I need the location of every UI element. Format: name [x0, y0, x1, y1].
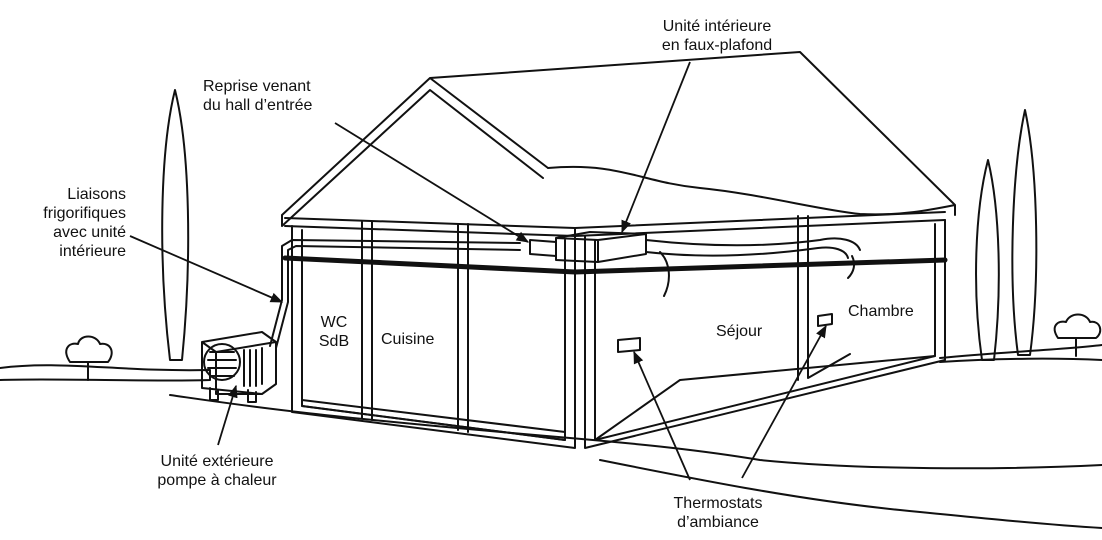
- refrigerant-line: [269, 239, 521, 349]
- ground-line-back: [939, 344, 1102, 363]
- leader-indoor-unit: [621, 61, 691, 234]
- floor-left: [301, 399, 566, 441]
- ceiling-slab: [282, 255, 948, 275]
- cypress-tree-right-2: [1011, 109, 1038, 356]
- cypress-tree-right-1: [975, 159, 1000, 361]
- bush-right: [1053, 313, 1102, 357]
- partition-bedroom: [797, 215, 851, 381]
- cypress-tree-left: [161, 89, 190, 361]
- ground-line-lower: [599, 459, 1102, 529]
- indoor-ceiling-unit: [529, 231, 647, 263]
- return-air-label: Reprise venant du hall d’entrée: [203, 78, 313, 114]
- indoor-unit-label: Unité intérieure en faux-plafond: [661, 18, 773, 54]
- kitchen-label: Cuisine: [381, 331, 435, 348]
- refrigerant-lines-label: Liaisons frigorifiques avec unité intéri…: [43, 186, 126, 260]
- living-room-label: Séjour: [716, 323, 763, 340]
- wall-left-outer: [291, 225, 576, 449]
- thermostat-bedroom-icon: [817, 313, 833, 327]
- ground-line-front: [169, 394, 1102, 470]
- duct-branch-bedroom: [847, 255, 856, 279]
- outdoor-heat-pump-unit: [201, 331, 277, 403]
- wc-bathroom-label: WC SdB: [318, 314, 350, 350]
- bush-left: [65, 335, 113, 381]
- outdoor-unit-label: Unité extérieure pompe à chaleur: [157, 453, 277, 489]
- partition-kitchen: [457, 223, 469, 433]
- bedroom-label: Chambre: [848, 303, 914, 320]
- leader-thermostat-living: [633, 350, 691, 481]
- roof: [281, 51, 956, 227]
- leader-outdoor-unit: [217, 384, 238, 446]
- wall-right-inner: [594, 223, 936, 441]
- thermostats-label: Thermostats d’ambiance: [673, 495, 763, 531]
- partition-wc: [361, 221, 373, 421]
- supply-duct: [645, 237, 861, 259]
- ground-line: [0, 364, 211, 382]
- leader-thermostat-bedroom: [741, 324, 827, 479]
- floor-right: [594, 355, 936, 441]
- leader-refrigerant-lines: [129, 235, 284, 303]
- fan-grille-icon: [203, 343, 241, 381]
- leader-return-air: [334, 122, 530, 243]
- wall-right-front: [584, 219, 946, 449]
- thermostat-living-icon: [617, 337, 641, 353]
- duct-branch-living: [659, 251, 670, 297]
